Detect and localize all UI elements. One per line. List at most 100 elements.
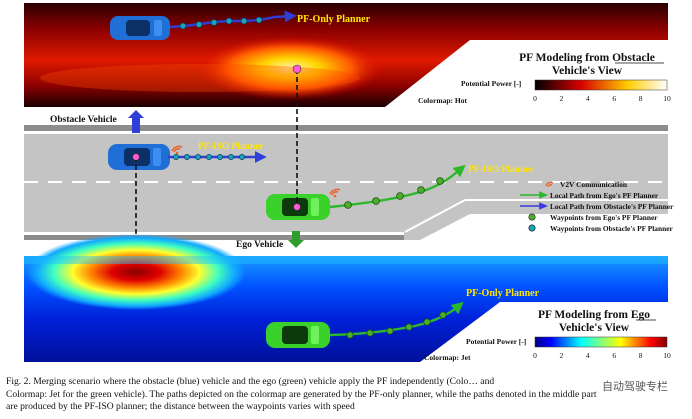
teal-dot-icon (528, 224, 536, 232)
road-bottom-edge (24, 232, 404, 235)
road-bottom-shoulder (24, 235, 404, 240)
top-panel-title-line1: PF Modeling from Obstacle (519, 52, 655, 64)
waypoint-dot (417, 186, 425, 194)
top-panel-title-line2: Vehicle's View (552, 65, 623, 77)
top-heatmap-hot-spot (195, 36, 385, 100)
mid-connector-node-ego (293, 203, 301, 211)
caption-line-3: are produced by the PF-ISO planner; the … (6, 401, 355, 413)
top-connector-node (292, 64, 302, 74)
waypoint-dot (439, 311, 447, 319)
road-section: Obstacle Vehicle PF-ISO Planner (24, 110, 674, 250)
waypoint-dot (210, 19, 218, 26)
bottom-heatmap-panel: PF-Only Planner PF Modeling from Ego Veh… (24, 234, 671, 362)
top-colorbar-tick-label: 2 (560, 94, 564, 103)
watermark-text: 自动驾驶专栏 (600, 378, 670, 394)
waypoint-dot (184, 154, 190, 160)
bottom-colorbar (534, 336, 668, 348)
waypoint-dot (436, 177, 444, 185)
legend-item-label: Local Path from Obstacle's PF Planner (550, 202, 674, 211)
waypoint-dot (255, 16, 263, 24)
legend-item-label: V2V Communication (560, 180, 627, 189)
waypoint-dot (239, 154, 245, 160)
top-colorbar (534, 79, 668, 91)
road-top-shoulder (24, 125, 668, 131)
obstacle-vehicle-top (110, 16, 170, 40)
waypoint-dot (366, 329, 374, 337)
top-colorbar-tick-label: 10 (663, 94, 671, 103)
top-colorbar-tick-label: 4 (586, 94, 590, 103)
wifi-icon (545, 181, 554, 188)
obstacle-up-arrow (128, 110, 144, 133)
obstacle-local-path (168, 151, 267, 163)
bottom-waypoints (329, 301, 464, 339)
bottom-colorbar-tick-label: 2 (560, 351, 564, 360)
waypoint-dot (173, 154, 179, 160)
waypoint-dot (372, 197, 380, 205)
top-heatmap-hot-streak (40, 64, 360, 92)
waypoint-dot (225, 17, 233, 25)
waypoint-dot (346, 331, 354, 339)
waypoint-dot (217, 154, 223, 160)
obstacle-vehicle-label: Obstacle Vehicle (50, 115, 117, 125)
green-dot-icon (528, 213, 536, 221)
mid-connector-node-obstacle (132, 153, 140, 161)
ego-vehicle-bottom (266, 322, 330, 348)
ego-vehicle-label: Ego Vehicle (236, 240, 283, 250)
ego-local-path (329, 164, 466, 209)
waypoint-dot (396, 192, 404, 200)
blue-path-label: PF-ISO Planner (198, 142, 264, 152)
wifi-icon (329, 188, 341, 198)
figure-caption: Fig. 2. Merging scenario where the obsta… (6, 376, 688, 414)
top-colorbar-tick-label: 6 (612, 94, 616, 103)
bottom-heatmap-top-band (24, 256, 668, 264)
road-merge-edge (404, 199, 466, 233)
waypoint-dot (206, 154, 212, 160)
waypoint-dot (344, 201, 352, 209)
blue-arrow-icon (520, 202, 549, 210)
bottom-colorbar-tick-label: 6 (612, 351, 616, 360)
top-path-label: PF-Only Planner (297, 14, 371, 25)
green-path-label: PF-ISO Planner (468, 165, 534, 175)
bottom-panel-title-line2: Vehicle's View (559, 322, 630, 334)
waypoint-dot (195, 21, 203, 28)
green-arrow-icon (520, 191, 549, 199)
caption-line-2: Colormap: Jet for the green vehicle). Th… (6, 388, 597, 400)
top-heatmap-panel: PF-Only Planner PF Modeling from Obstacl… (24, 3, 671, 107)
waypoint-dot (240, 17, 248, 25)
legend-item-label: Local Path from Ego's PF Planner (550, 191, 659, 200)
legend-item: Local Path from Ego's PF Planner (520, 191, 659, 200)
caption-line-1: Fig. 2. Merging scenario where the obsta… (6, 376, 495, 387)
legend-item: V2V Communication (545, 180, 627, 189)
waypoint-dot (179, 22, 187, 30)
road-merge-lane (24, 202, 668, 240)
waypoint-dot (423, 318, 431, 326)
bottom-colormap-label: Colormap: Jet (424, 353, 471, 362)
waypoint-dot (195, 154, 201, 160)
bottom-colorbar-label: Potential Power [-] (466, 337, 526, 346)
top-colorbar-tick-label: 8 (639, 94, 643, 103)
top-colorbar-label: Potential Power [-] (461, 79, 521, 88)
top-colormap-label: Colormap: Hot (418, 96, 467, 105)
bottom-colorbar-tick-label: 0 (533, 351, 537, 360)
legend-item: Waypoints from Obstacle's PF Planner (528, 224, 673, 233)
legend-item: Waypoints from Ego's PF Planner (528, 213, 658, 222)
bottom-colorbar-tick-label: 4 (586, 351, 590, 360)
bottom-heatmap-hot-spot (26, 234, 246, 310)
bottom-path-label: PF-Only Planner (466, 288, 540, 299)
legend-item-label: Waypoints from Obstacle's PF Planner (550, 224, 673, 233)
bottom-colorbar-tick-label: 10 (663, 351, 671, 360)
ego-down-arrow (288, 231, 304, 248)
wifi-icon (171, 145, 183, 155)
road-top-edge (24, 131, 668, 134)
figure: PF-Only Planner PF Modeling from Obstacl… (24, 3, 674, 362)
bottom-panel-title-line1: PF Modeling from Ego (538, 309, 650, 321)
waypoint-dot (386, 327, 394, 335)
legend-item: Local Path from Obstacle's PF Planner (520, 202, 674, 211)
legend-item-label: Waypoints from Ego's PF Planner (550, 213, 658, 222)
waypoint-dot (405, 323, 413, 331)
top-waypoints (169, 10, 297, 30)
waypoint-dot (228, 154, 234, 160)
